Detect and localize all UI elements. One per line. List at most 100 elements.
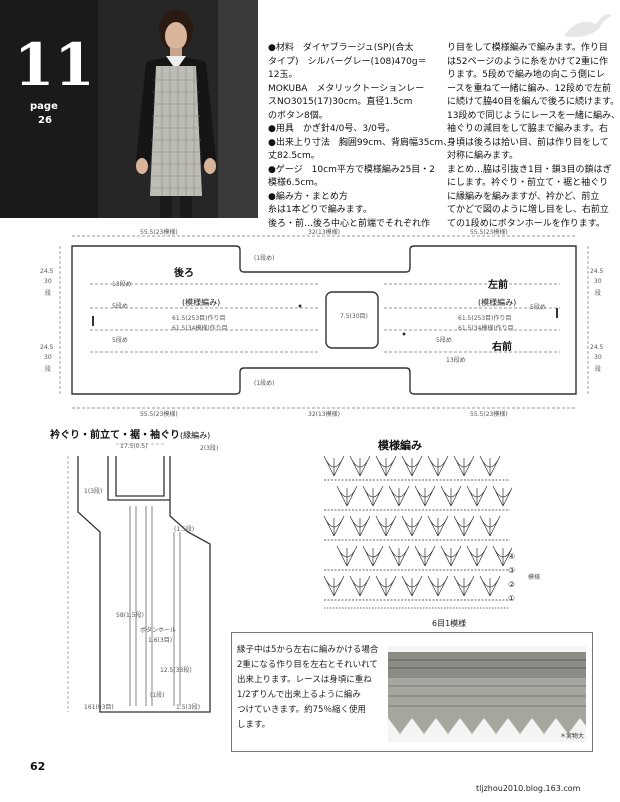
armhole-note-bottom: (1段め) xyxy=(254,380,275,387)
body-schematic xyxy=(59,235,589,409)
row-marker: ④ xyxy=(508,552,516,561)
stitch-fan xyxy=(362,485,384,507)
instruction-line: 13段めで同じようにレースを一緒に編み、 xyxy=(447,110,620,121)
instruction-line: にします。衿ぐり・前立て・裾と袖ぐり xyxy=(447,178,609,188)
instruction-line: 模様6.5cm。 xyxy=(268,178,324,188)
swatch-credit: ＊実物大 xyxy=(560,733,585,740)
edging-label: 58(1.5段) xyxy=(116,612,144,619)
instruction-line: は52ページのように糸をかけて2重に作 xyxy=(447,56,608,67)
row-note: 5段め xyxy=(530,304,546,311)
bird-logo-icon xyxy=(564,14,612,37)
stitch-fan xyxy=(336,485,358,507)
row-note: 5段め xyxy=(436,337,452,344)
edging-label: (1.5段) xyxy=(174,526,195,533)
stitch-fan xyxy=(401,575,423,597)
bottom-dimension-left: 55.5(23模様) xyxy=(140,411,178,418)
instruction-line: まとめ…脇は引抜き1目・鎖3目の鎖はぎ xyxy=(447,164,612,175)
instruction-line: 糸は1本どりで編みます。 xyxy=(268,205,372,215)
stitch-fan xyxy=(375,515,397,537)
back-panel-label: 後ろ xyxy=(174,268,194,279)
note-line: 縁子中は5から左右に編みかける場合 xyxy=(237,645,379,655)
stitch-fan xyxy=(427,575,449,597)
stitch-fan xyxy=(375,575,397,597)
cast-on-note: 61.5(34模様)作り目 xyxy=(172,325,228,332)
edging-title-sub: (縁編み) xyxy=(180,431,211,440)
stitch-fan xyxy=(349,455,371,477)
top-dimension-left: 55.5(23模様) xyxy=(140,229,178,236)
right-front-panel-label: 右前 xyxy=(492,342,512,353)
edging-label: 1.6(3目) xyxy=(148,637,173,644)
pattern-chart-title: 模様編み xyxy=(378,439,422,452)
row-note: 13段め xyxy=(112,281,132,288)
armhole-note-top: (1段め) xyxy=(254,255,275,262)
page-reference: 26 xyxy=(38,115,52,126)
instructions-right-column: り目をして模様編みで編みます。作り目 は52ページのように糸をかけて2重に作 り… xyxy=(447,42,620,231)
pattern-label-front: (模様編み) xyxy=(478,298,517,307)
instruction-line: 後ろ・前…後ろ中心と前端でそれぞれ作 xyxy=(268,218,431,229)
top-dimension-center: 32(13模様) xyxy=(308,229,340,236)
instruction-line: 12玉。 xyxy=(268,70,298,80)
row-marker: ③ xyxy=(508,566,516,575)
edging-label: 1.5(3段) xyxy=(176,704,201,711)
instruction-line: MOKUBA メタリックトーションレー xyxy=(268,83,425,94)
edging-label: 1(3段) xyxy=(84,488,103,495)
stitch-fan xyxy=(362,545,384,567)
side-dimension: 24.5 xyxy=(590,344,604,351)
instruction-line: 対称に編みます。 xyxy=(447,151,519,161)
edging-section-title: 衿ぐり・前立て・裾・袖ぐり(縁編み) xyxy=(50,426,210,441)
stitch-fan xyxy=(336,545,358,567)
side-dimension: 段 xyxy=(45,290,52,297)
note-line: 出来上ります。レースは身頃に重ね xyxy=(237,675,372,685)
row-marker: ② xyxy=(508,580,516,589)
stitch-fan xyxy=(375,455,397,477)
edging-label: (1段) xyxy=(150,692,165,699)
row-note: 13段め xyxy=(446,357,466,364)
edging-label: 161(93目) xyxy=(84,704,114,711)
stitch-count-label: 6目1模様 xyxy=(432,619,467,628)
cast-on-note: 61.5(253目)作り目 xyxy=(172,315,226,322)
stitch-fan xyxy=(323,455,345,477)
stitch-fan xyxy=(479,575,501,597)
top-dimension-right: 55.5(23模様) xyxy=(470,229,508,236)
instruction-line: り目をして模様編みで編みます。作り目 xyxy=(447,43,608,53)
instruction-line: に縁編みを編みますが、衿かど、前立 xyxy=(447,191,600,202)
issue-number: 11 xyxy=(14,31,95,99)
stitch-fan xyxy=(323,575,345,597)
stitch-fan xyxy=(414,545,436,567)
stitch-fan xyxy=(492,545,512,567)
repeat-label: 模様 xyxy=(528,574,541,581)
edging-label: 17.5(0.5) xyxy=(120,443,148,450)
page-label: page xyxy=(30,101,58,112)
page-number: 62 xyxy=(30,760,46,773)
instruction-line: 身頃は後ろは拾い目、前は作り目をして xyxy=(447,137,609,148)
footer-watermark: tljzhou2010.blog.163.com xyxy=(476,784,581,793)
stitch-fan xyxy=(440,485,462,507)
stitch-fan xyxy=(453,515,475,537)
lace-swatch-photo xyxy=(388,646,586,742)
instruction-line: タイプ) シルバーグレー(108)470g＝ xyxy=(268,56,427,67)
stitch-pattern-chart xyxy=(323,455,512,609)
stitch-fan xyxy=(453,455,475,477)
row-note: 5段め xyxy=(112,337,128,344)
row-note: 5段め xyxy=(112,303,128,310)
stitch-fan xyxy=(414,485,436,507)
edging-label: 12.5(33段) xyxy=(160,667,192,674)
instruction-line: ります。5段めで編み地の向こう側にレ xyxy=(447,70,605,80)
side-dimension: 24.5 xyxy=(40,344,54,351)
stitch-fan xyxy=(401,515,423,537)
stitch-fan xyxy=(349,575,371,597)
notes-text: 縁子中は5から左右に編みかける場合 2重になる作り目を左右とそれいれて 出来上り… xyxy=(237,643,387,733)
stitch-fan xyxy=(388,485,410,507)
side-dimension: 24.5 xyxy=(590,268,604,275)
instruction-line: ての1段めにボタンホールを作ります。 xyxy=(447,218,605,229)
side-dimension: 30 xyxy=(594,278,602,285)
instruction-line: てかどで図のように増し目をし、右前立 xyxy=(447,205,609,215)
note-line: つけていきます。約75％縮く使用 xyxy=(237,705,366,715)
side-dimension: 30 xyxy=(44,354,52,361)
pattern-label-back: (模様編み) xyxy=(182,298,221,307)
bottom-dimension-right: 55.5(23模様) xyxy=(470,411,508,418)
stitch-fan xyxy=(492,485,512,507)
instruction-line: ●材料 ダイヤブラージュ(SP)(合太 xyxy=(268,43,414,53)
side-dimension: 24.5 xyxy=(40,268,54,275)
stitch-fan xyxy=(466,485,488,507)
